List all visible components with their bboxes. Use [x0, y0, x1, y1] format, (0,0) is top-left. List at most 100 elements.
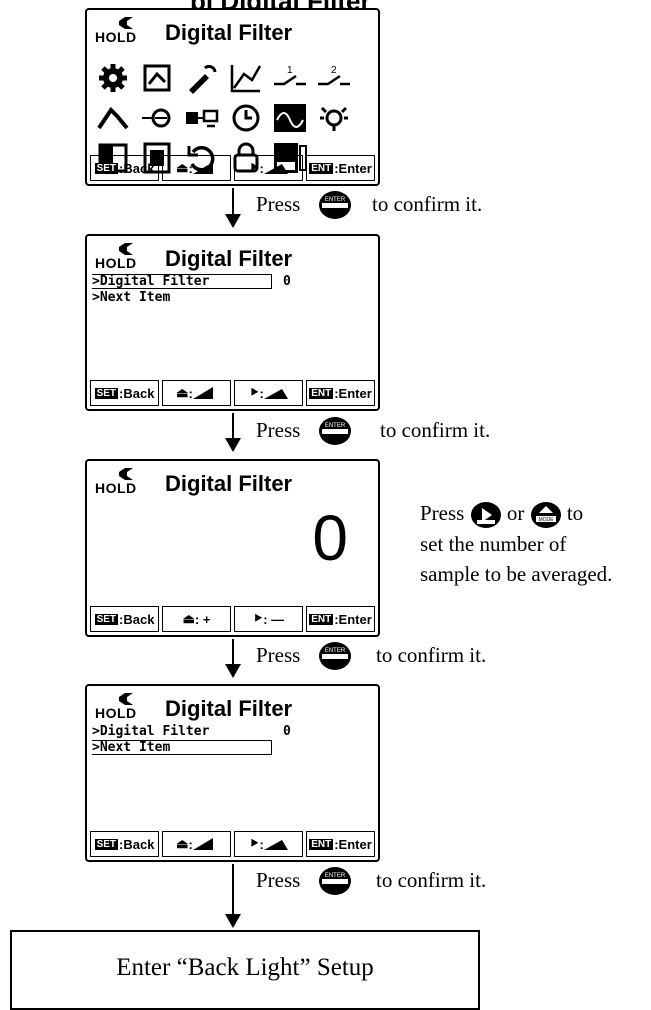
rs485-icon[interactable]	[185, 102, 219, 134]
screen-title: Digital Filter	[165, 246, 293, 271]
enter-softkey[interactable]: ENT:Enter	[306, 606, 375, 632]
down-softkey[interactable]: ⯈:	[234, 380, 303, 406]
down-softkey[interactable]: ⯈:	[234, 155, 303, 181]
screen-title: Digital Filter	[165, 696, 293, 721]
filter-value-display: 0	[312, 502, 348, 574]
flow-arrow-head	[225, 914, 241, 928]
menu-selection-box	[92, 274, 272, 289]
enter-softkey[interactable]: ENT:Enter	[306, 831, 375, 857]
svg-text:ENTER: ENTER	[325, 648, 346, 654]
softkey-bar: SET:Back ⏏: + ⯈: — ENT:Enter	[90, 606, 375, 632]
ramp-up-icon	[192, 838, 213, 850]
step-press-label: Press	[256, 192, 301, 216]
down-softkey[interactable]: ⯈:	[234, 831, 303, 857]
up-softkey[interactable]: ⏏:	[162, 155, 231, 181]
increase-softkey[interactable]: ⏏: +	[162, 606, 231, 632]
hold-label: HOLD	[95, 480, 137, 496]
side-line-2: set the number of	[420, 532, 567, 557]
enter-button-icon: ENTER	[319, 191, 351, 219]
wrench-icon	[97, 468, 133, 480]
clock-icon[interactable]	[229, 102, 263, 134]
flow-arrow-head	[225, 214, 241, 228]
side-instruction: Press or MODE to set the number of sampl…	[420, 498, 651, 589]
chart-config-icon[interactable]	[229, 62, 263, 94]
enter-button-icon: ENTER	[319, 867, 351, 895]
ramp-down-icon	[263, 164, 288, 174]
side-line-3: sample to be averaged.	[420, 562, 613, 587]
flow-arrow-head	[225, 664, 241, 678]
bulb-icon[interactable]	[317, 102, 351, 134]
svg-text:ENTER: ENTER	[325, 197, 346, 203]
ramp-up-icon	[192, 387, 213, 399]
play-icon: ⯈	[252, 611, 264, 626]
eject-icon: ⏏	[176, 160, 189, 175]
icon-grid: 1 2	[97, 60, 369, 180]
side-press-label: Press	[420, 501, 465, 525]
menu-item-next-item[interactable]: >Next Item	[92, 740, 171, 755]
wrench-icon	[97, 243, 133, 255]
hold-label: HOLD	[95, 705, 137, 721]
softkey-bar: SET:Back ⏏: ⯈: ENT:Enter	[90, 155, 375, 181]
softkey-bar: SET:Back ⏏: ⯈: ENT:Enter	[90, 831, 375, 857]
ramp-down-icon	[263, 389, 288, 399]
enter-softkey[interactable]: ENT:Enter	[306, 380, 375, 406]
back-softkey[interactable]: SET:Back	[90, 606, 159, 632]
wrench-icon	[97, 693, 133, 705]
logbook-icon[interactable]	[141, 142, 175, 174]
hold-indicator: HOLD	[95, 692, 139, 721]
enter-softkey[interactable]: ENT:Enter	[306, 155, 375, 181]
output-current-icon[interactable]	[141, 102, 175, 134]
gear-icon[interactable]	[97, 62, 131, 94]
step-press-label: Press	[256, 418, 301, 442]
step-confirm-label: to confirm it.	[376, 643, 487, 667]
play-icon: ⯈	[249, 160, 260, 175]
decrease-softkey[interactable]: ⯈: —	[234, 606, 303, 632]
eject-icon: ⏏	[176, 836, 189, 851]
ramp-up-icon	[192, 162, 213, 174]
wash-icon[interactable]	[97, 102, 131, 134]
relay-2-icon[interactable]: 2	[317, 62, 351, 94]
side-or-label: or	[506, 501, 525, 525]
next-setup-box: Enter “Back Light” Setup	[10, 930, 480, 1010]
enter-button-icon: ENTER	[319, 417, 351, 445]
relay-1-icon[interactable]: 1	[273, 62, 307, 94]
menu-item-value: 0	[283, 274, 291, 289]
svg-text:ENTER: ENTER	[325, 873, 346, 879]
lcd-screen-menu-1: HOLD Digital Filter >Digital Filter 0 >N…	[85, 234, 380, 411]
enter-button-icon: ENTER	[319, 642, 351, 670]
menu-selection-box	[92, 740, 272, 755]
hold-indicator: HOLD	[95, 467, 139, 496]
softkey-bar: SET:Back ⏏: ⯈: ENT:Enter	[90, 380, 375, 406]
flow-arrow-line	[232, 188, 234, 216]
digital-filter-icon[interactable]	[273, 102, 307, 134]
next-setup-label: Enter “Back Light” Setup	[116, 954, 374, 981]
hold-label: HOLD	[95, 29, 137, 45]
flow-arrow-line	[232, 413, 234, 441]
step-confirm-label: to confirm it.	[372, 192, 483, 216]
up-softkey[interactable]: ⏏:	[162, 380, 231, 406]
back-softkey[interactable]: SET:Back	[90, 155, 159, 181]
ramp-down-icon	[263, 840, 288, 850]
side-to-label: to	[566, 501, 584, 525]
menu-item-digital-filter[interactable]: >Digital Filter	[92, 724, 210, 739]
up-softkey[interactable]: ⏏:	[162, 831, 231, 857]
menu-item-value: 0	[283, 724, 291, 739]
flow-arrow-line	[232, 639, 234, 667]
hold-indicator: HOLD	[95, 16, 139, 45]
step-confirm-label: to confirm it.	[380, 418, 491, 442]
hold-indicator: HOLD	[95, 242, 139, 271]
menu-item-next-item[interactable]: >Next Item	[92, 290, 171, 305]
probe-icon[interactable]	[185, 62, 219, 94]
lcd-screen-menu-2: HOLD Digital Filter >Digital Filter 0 >N…	[85, 684, 380, 862]
back-softkey[interactable]: SET:Back	[90, 380, 159, 406]
back-softkey[interactable]: SET:Back	[90, 831, 159, 857]
right-button-icon	[470, 502, 501, 529]
lcd-screen-value: HOLD Digital Filter 0 SET:Back ⏏: + ⯈: —…	[85, 459, 380, 637]
play-icon: ⯈	[249, 836, 260, 851]
calibration-screen-icon[interactable]	[141, 62, 175, 94]
eject-icon: ⏏	[182, 611, 195, 626]
svg-text:2: 2	[331, 65, 337, 76]
flow-arrow-line	[232, 864, 234, 918]
screen-title: Digital Filter	[165, 471, 293, 496]
menu-item-digital-filter[interactable]: >Digital Filter	[92, 274, 210, 289]
